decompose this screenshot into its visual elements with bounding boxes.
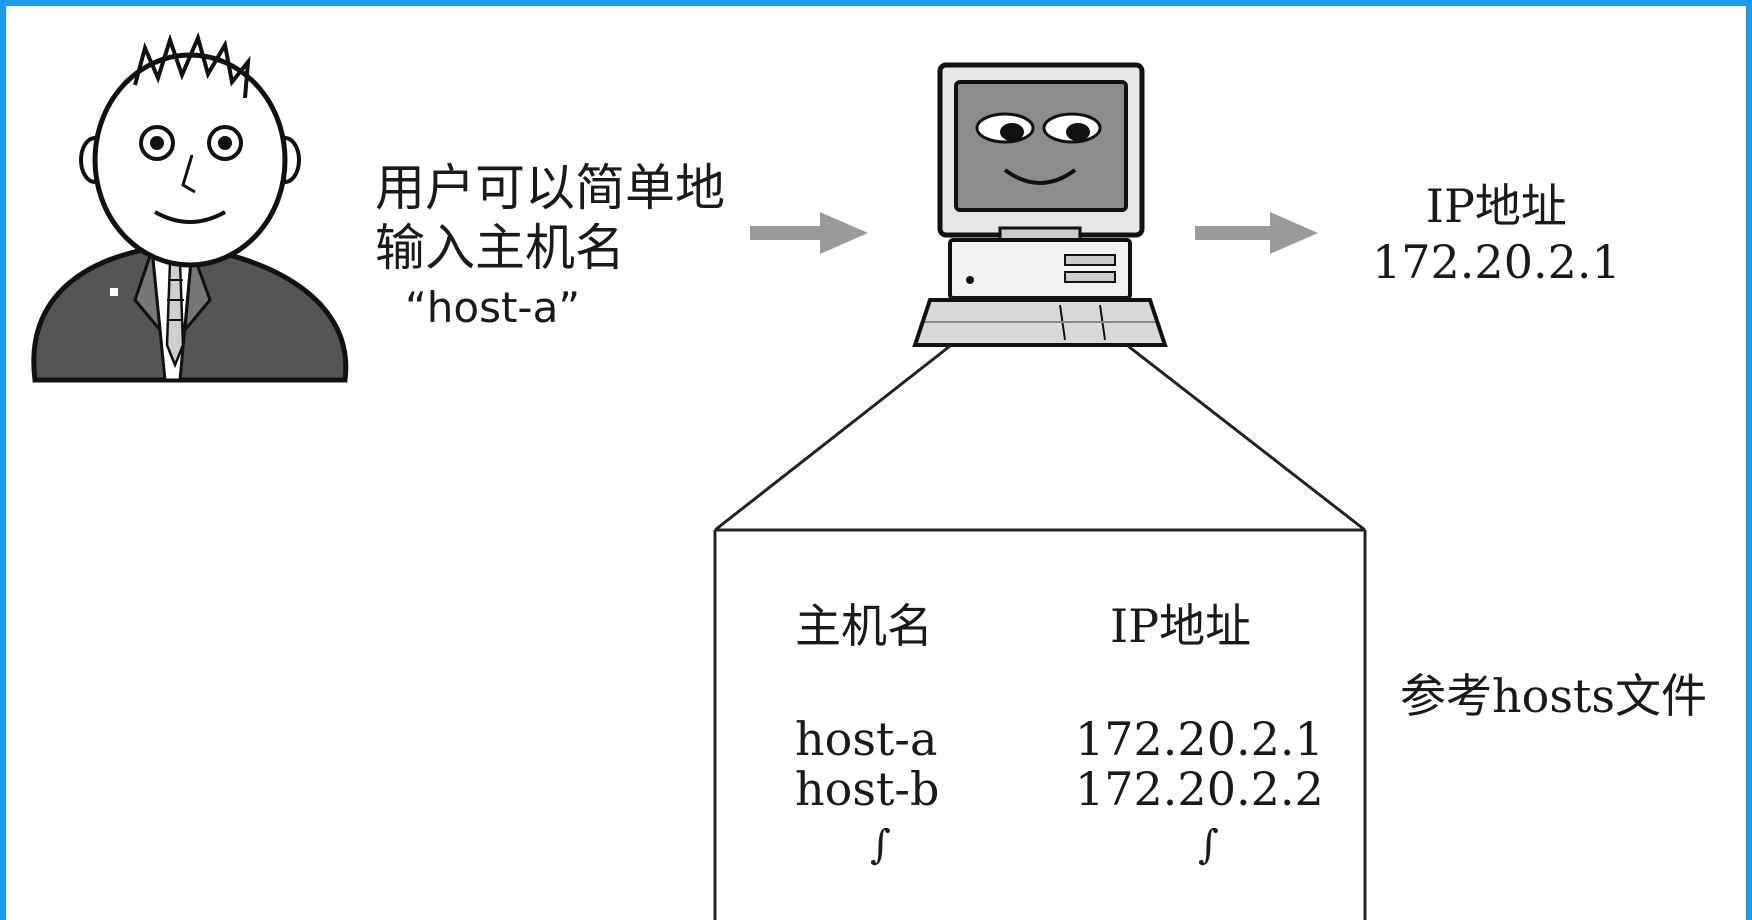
- hosts-header-hostname: 主机名: [795, 599, 933, 653]
- hosts-file-caption: 参考hosts文件: [1400, 669, 1708, 723]
- input-arrow: [750, 212, 868, 254]
- resolved-ip: IP地址 172.20.2.1: [1372, 178, 1621, 290]
- user-input-line2: 输入主机名: [375, 219, 625, 277]
- hosts-row-ip: 172.20.2.2: [1075, 762, 1324, 816]
- hosts-file-box: [713, 344, 1367, 920]
- user-input-hostname: “host-a”: [405, 283, 581, 332]
- user-input-note: 用户可以简单地 输入主机名 “host-a”: [375, 158, 725, 338]
- user-icon: [31, 32, 349, 383]
- hosts-row-host: host-a: [795, 712, 938, 766]
- resolve-arrow: [1195, 212, 1318, 254]
- hosts-continuation-ip: ∫: [1198, 822, 1219, 868]
- computer-icon: [912, 62, 1168, 347]
- resolved-ip-label: IP地址: [1425, 179, 1567, 233]
- hosts-row-host: host-b: [795, 762, 940, 816]
- user-input-line1: 用户可以简单地: [375, 159, 725, 217]
- hosts-header-ip: IP地址: [1110, 599, 1252, 653]
- hosts-row-ip: 172.20.2.1: [1075, 712, 1324, 766]
- resolved-ip-address: 172.20.2.1: [1372, 235, 1621, 289]
- hosts-continuation-host: ∫: [870, 822, 891, 868]
